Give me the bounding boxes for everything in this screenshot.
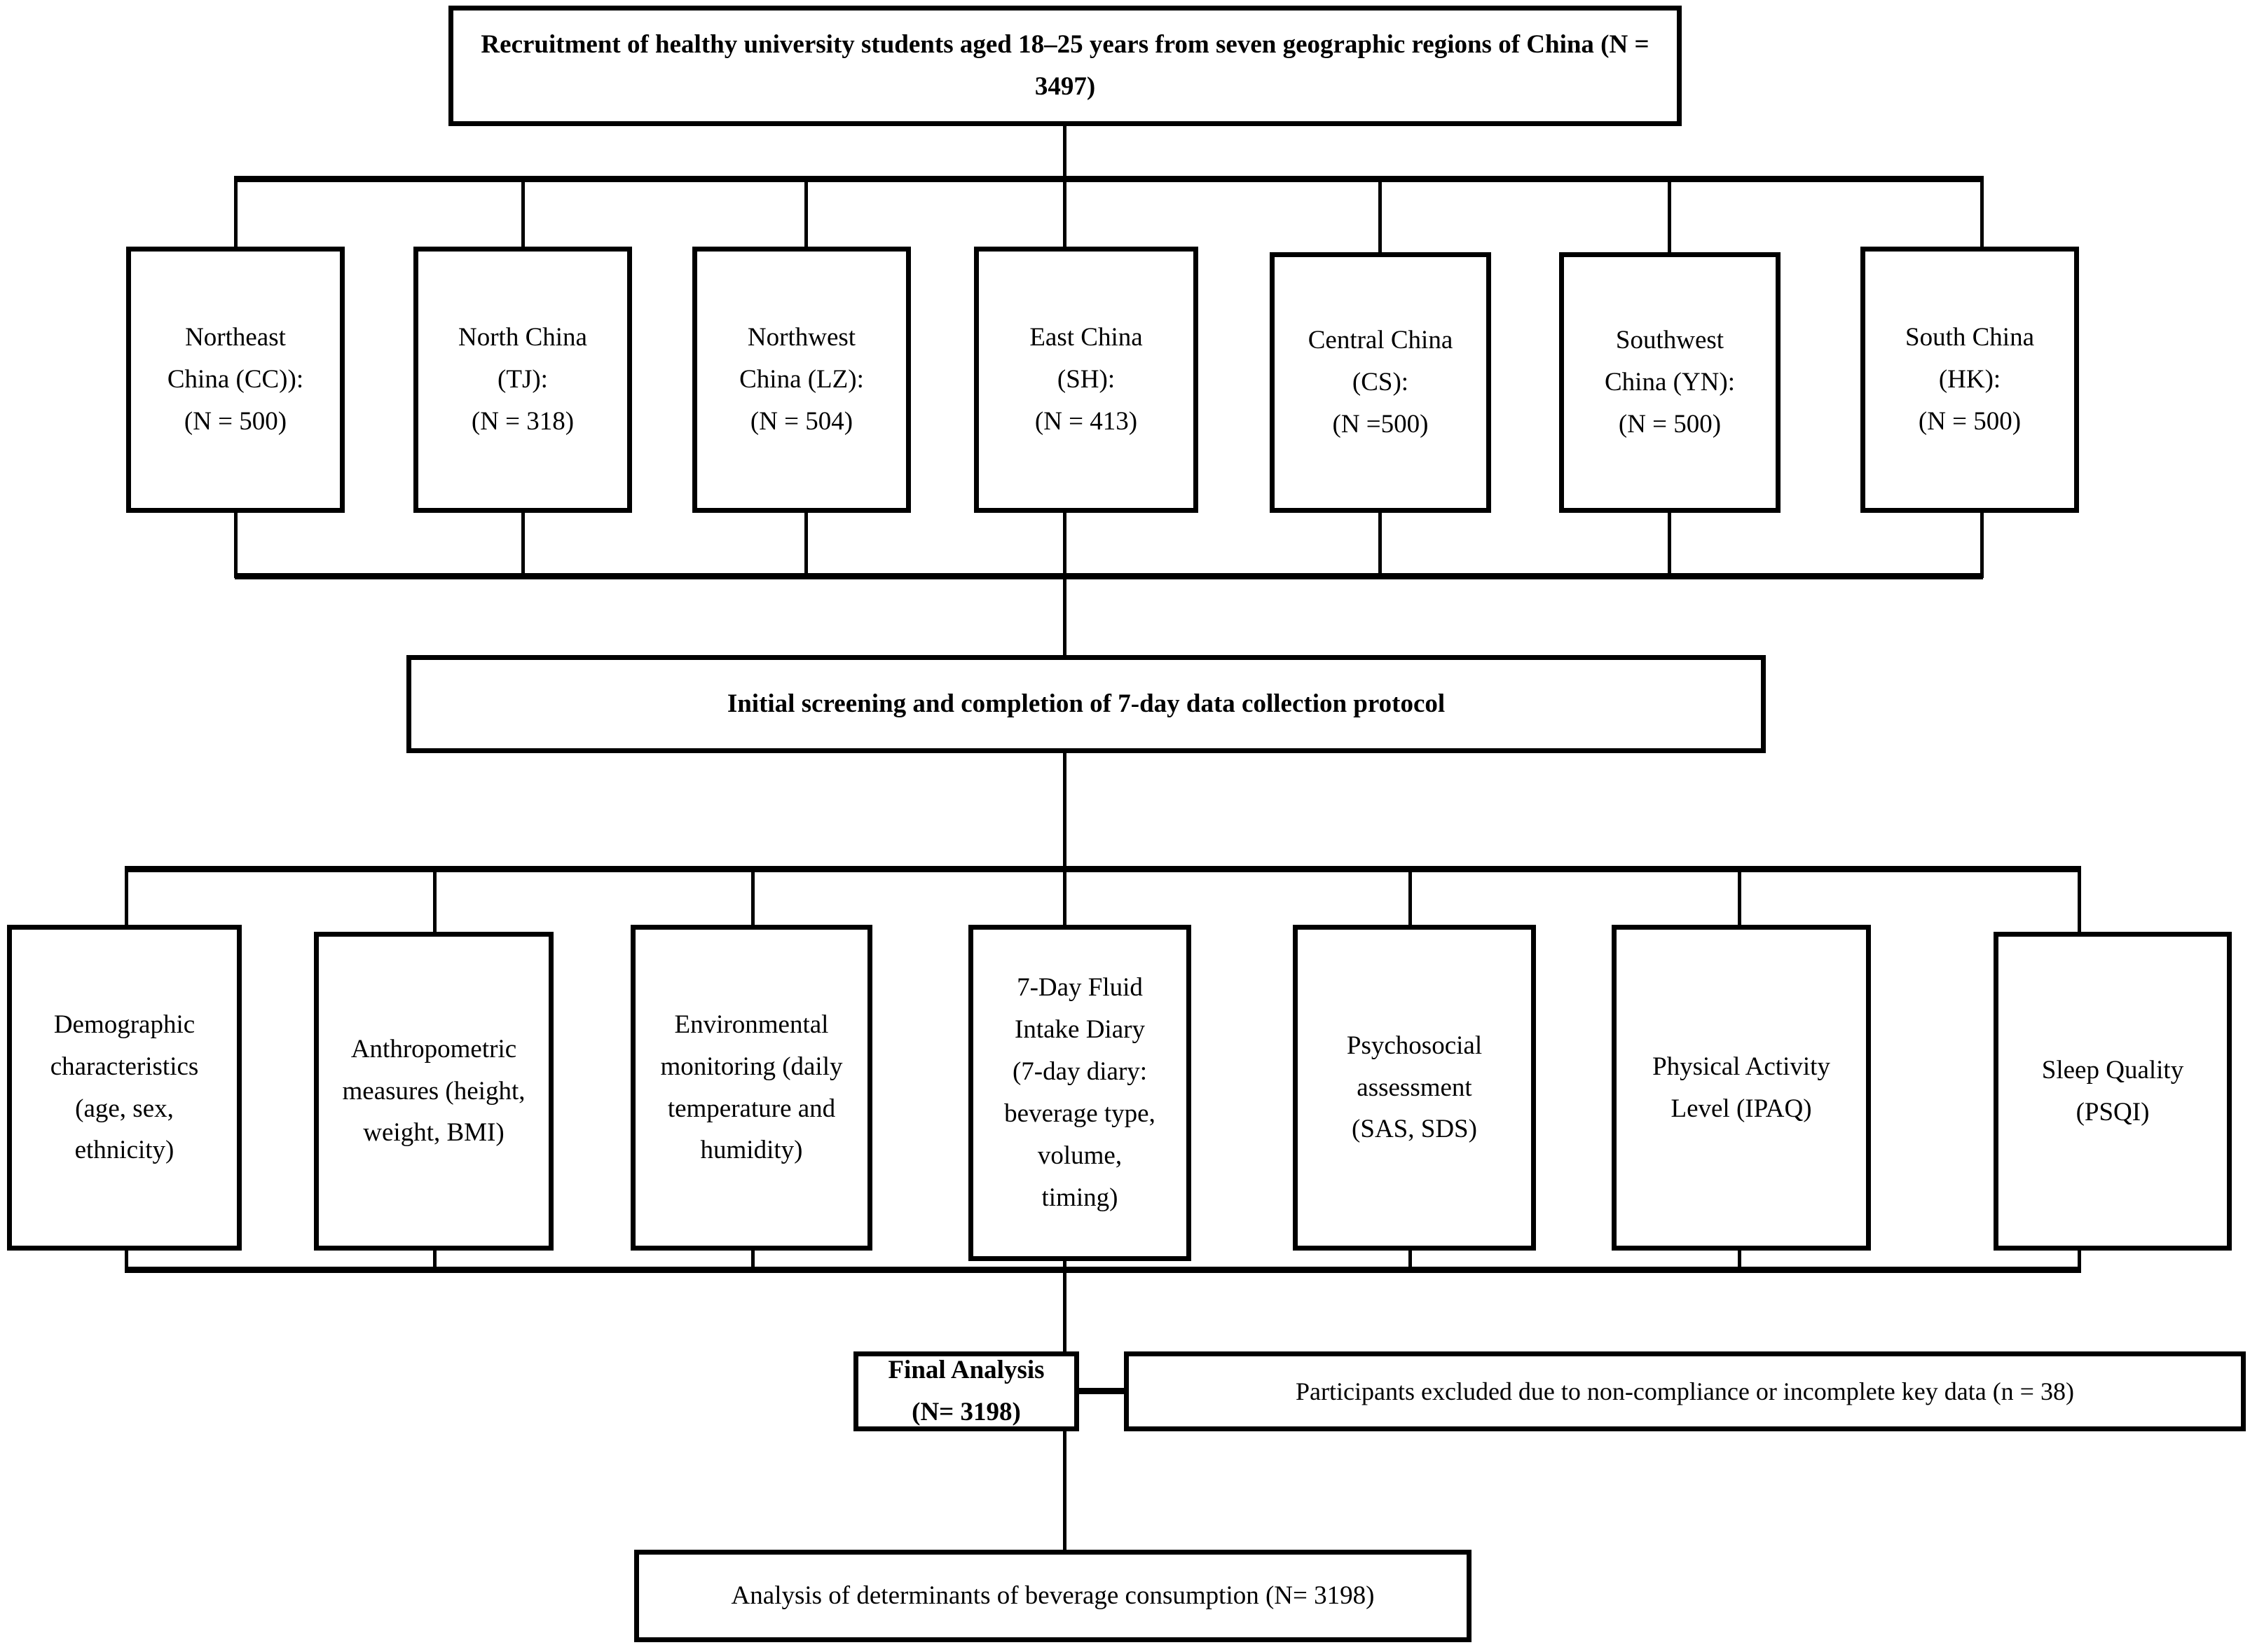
region-box-central-china: Central China (CS): (N =500) [1270, 252, 1491, 513]
final-analysis-text: Final Analysis (N= 3198) [888, 1356, 1045, 1426]
connector-title-to-bus [1063, 126, 1066, 179]
region-box-south-china: South China (HK): (N = 500) [1860, 247, 2079, 513]
connector-bus-to-screening [1063, 573, 1066, 657]
connector-rise-region-5 [1378, 511, 1382, 578]
connector-drop-measure-7 [2078, 866, 2081, 935]
region-box-north-china: North China (TJ): (N = 318) [413, 247, 632, 513]
connector-rise-measure-6 [1738, 1249, 1741, 1270]
connector-rise-measure-4 [1063, 1260, 1066, 1270]
connector-rise-region-4 [1063, 511, 1066, 578]
screening-box: Initial screening and completion of 7-da… [406, 655, 1766, 753]
region-label-north-china: North China (TJ): (N = 318) [458, 323, 587, 436]
connector-rise-region-2 [521, 511, 525, 578]
region-label-northwest-china: Northwest China (LZ): (N = 504) [739, 323, 864, 436]
measure-box-demographics: Demographic characteristics (age, sex, e… [7, 925, 242, 1251]
region-label-south-china: South China (HK): (N = 500) [1905, 323, 2034, 436]
connector-rise-region-1 [234, 511, 238, 578]
connector-screening-to-measure-bus [1063, 752, 1066, 869]
connector-measure-merge-bus [125, 1267, 2081, 1273]
measure-label-fluid-intake-diary: 7-Day Fluid Intake Diary (7-day diary: b… [1004, 973, 1155, 1212]
connector-drop-region-7 [1980, 176, 1984, 249]
connector-drop-region-2 [521, 176, 525, 249]
connector-rise-measure-1 [125, 1249, 128, 1270]
region-box-northwest-china: Northwest China (LZ): (N = 504) [692, 247, 911, 513]
recruitment-box: Recruitment of healthy university studen… [448, 6, 1682, 126]
measure-box-environmental: Environmental monitoring (daily temperat… [631, 925, 872, 1251]
measure-box-psychosocial: Psychosocial assessment (SAS, SDS) [1293, 925, 1536, 1251]
connector-drop-measure-5 [1408, 866, 1412, 928]
bottom-analysis-box: Analysis of determinants of beverage con… [634, 1550, 1471, 1642]
connector-drop-region-5 [1378, 176, 1382, 256]
measure-label-physical-activity: Physical Activity Level (IPAQ) [1652, 1052, 1830, 1123]
connector-drop-region-3 [804, 176, 808, 249]
region-label-central-china: Central China (CS): (N =500) [1308, 326, 1453, 439]
connector-region-bus [235, 176, 1983, 182]
connector-rise-measure-7 [2078, 1249, 2081, 1270]
connector-drop-measure-2 [433, 866, 437, 935]
connector-bus-to-final-analysis [1063, 1267, 1066, 1356]
measure-label-demographics: Demographic characteristics (age, sex, e… [50, 1010, 199, 1165]
connector-final-to-exclusion [1078, 1388, 1127, 1394]
connector-final-to-bottom [1063, 1430, 1066, 1553]
region-label-southwest-china: Southwest China (YN): (N = 500) [1605, 326, 1735, 439]
measure-label-sleep-quality: Sleep Quality (PSQI) [2041, 1055, 2184, 1127]
exclusion-box: Participants excluded due to non-complia… [1124, 1351, 2246, 1431]
measure-label-anthropometrics: Anthropometric measures (height, weight,… [342, 1034, 526, 1148]
region-box-northeast-china: Northeast China (CC)): (N = 500) [126, 247, 345, 513]
connector-rise-measure-5 [1408, 1249, 1412, 1270]
connector-rise-region-6 [1668, 511, 1671, 578]
region-label-east-china: East China (SH): (N = 413) [1029, 323, 1143, 436]
measure-label-environmental: Environmental monitoring (daily temperat… [660, 1010, 843, 1165]
final-analysis-box: Final Analysis (N= 3198) [853, 1351, 1079, 1431]
measure-box-anthropometrics: Anthropometric measures (height, weight,… [314, 932, 554, 1251]
region-box-east-china: East China (SH): (N = 413) [974, 247, 1198, 513]
connector-rise-measure-3 [751, 1249, 755, 1270]
recruitment-box-text: Recruitment of healthy university studen… [481, 30, 1649, 101]
connector-drop-measure-3 [751, 866, 755, 928]
connector-region-merge-bus [235, 573, 1983, 579]
region-label-northeast-china: Northeast China (CC)): (N = 500) [167, 323, 304, 436]
connector-drop-region-4 [1063, 176, 1066, 249]
screening-box-text: Initial screening and completion of 7-da… [727, 689, 1446, 719]
measure-box-sleep-quality: Sleep Quality (PSQI) [1994, 932, 2232, 1251]
exclusion-box-text: Participants excluded due to non-complia… [1296, 1377, 2074, 1405]
connector-drop-measure-1 [125, 866, 128, 928]
bottom-analysis-text: Analysis of determinants of beverage con… [731, 1581, 1375, 1611]
connector-rise-region-7 [1980, 511, 1984, 578]
measure-box-fluid-intake-diary: 7-Day Fluid Intake Diary (7-day diary: b… [968, 925, 1191, 1261]
connector-measure-bus [126, 866, 2081, 872]
measure-label-psychosocial: Psychosocial assessment (SAS, SDS) [1346, 1031, 1483, 1144]
connector-drop-region-6 [1668, 176, 1671, 256]
connector-rise-region-3 [804, 511, 808, 578]
measure-box-physical-activity: Physical Activity Level (IPAQ) [1612, 925, 1871, 1251]
region-box-southwest-china: Southwest China (YN): (N = 500) [1559, 252, 1781, 513]
connector-drop-region-1 [234, 176, 238, 249]
connector-drop-measure-6 [1738, 866, 1741, 928]
connector-drop-measure-4 [1063, 866, 1066, 928]
connector-rise-measure-2 [433, 1249, 437, 1270]
